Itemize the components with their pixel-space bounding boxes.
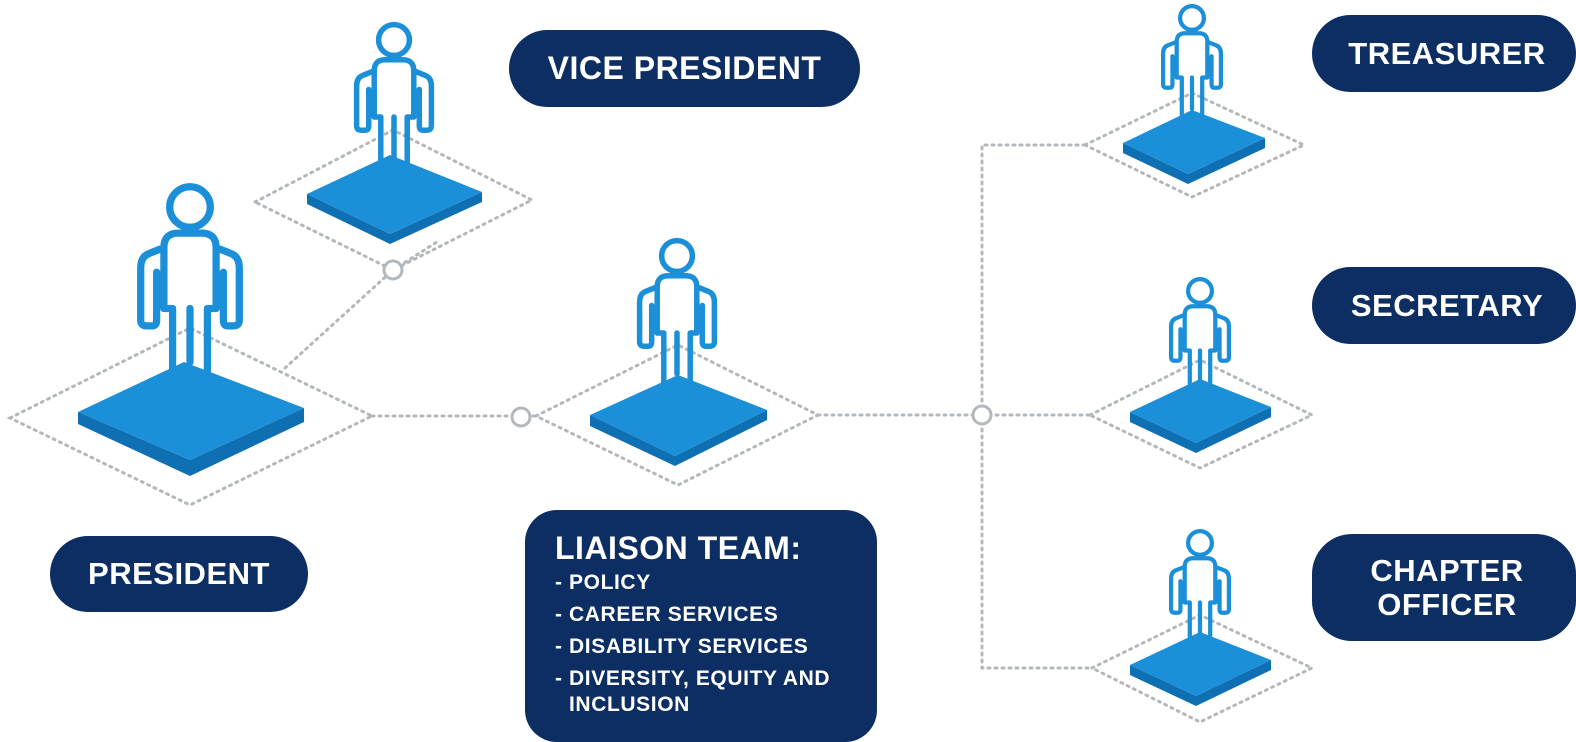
liaison-item-policy: - POLICY [555,571,651,594]
liaison-item-diversity-equity-inclusion: - DIVERSITY, EQUITY AND INCLUSION [555,667,831,716]
platform-icon [1130,632,1271,706]
connector-node-icon [382,259,404,281]
liaison-team-list: - POLICY - CAREER SERVICES - DISABILITY … [555,570,859,718]
president-label: PRESIDENT [50,536,308,612]
vice-president-label: VICE PRESIDENT [509,30,860,107]
platform-icon [1123,110,1265,184]
diamond-liaison [532,343,822,487]
diamond-treasurer [1081,91,1308,199]
diamond-secretary [1086,358,1316,470]
diamond-president [6,326,376,507]
connector-nodes [382,259,993,428]
connector-president-vp [283,268,395,370]
liaison-item-career-services: - CAREER SERVICES [555,603,779,626]
connector-hub-treasurer [980,143,1087,417]
liaison-team-box: LIAISON TEAM: - POLICY - CAREER SERVICES… [525,510,877,742]
connector-node-icon [510,406,532,428]
liaison-team-title: LIAISON TEAM: [555,530,802,566]
platform-icon [590,375,767,466]
connector-node-icon [971,404,993,426]
platform-icon [78,362,304,476]
platforms [78,110,1271,706]
secretary-label: SECRETARY [1312,267,1576,344]
platform-icon [1130,379,1271,453]
chapter-officer-label: CHAPTER OFFICER [1312,534,1576,641]
diamond-vp [251,128,536,272]
dashed-diamonds [6,91,1316,724]
treasurer-label: TREASURER [1312,15,1576,92]
liaison-item-disability-services: - DISABILITY SERVICES [555,635,809,658]
platform-icon [307,155,482,244]
diamond-chapter [1088,613,1316,724]
connector-hub-chapter [980,413,1094,670]
